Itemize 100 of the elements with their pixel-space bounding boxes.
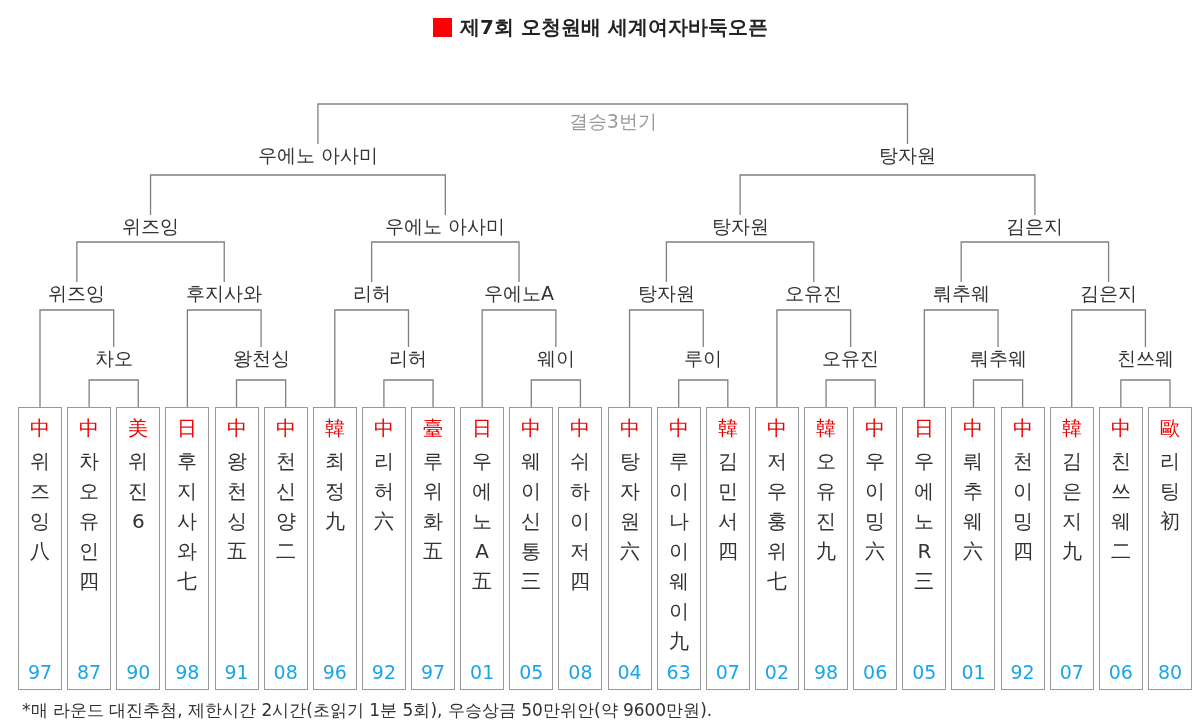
- year-label: 63: [665, 661, 692, 683]
- bracket-line: [665, 241, 815, 283]
- player-box: [361, 407, 406, 690]
- country-mark: 中: [372, 416, 395, 440]
- country-mark: 韓: [323, 416, 346, 440]
- player-name: 김은지九: [1060, 448, 1083, 565]
- player-name: 뤄추웨六: [962, 448, 985, 565]
- year-label: 98: [174, 661, 201, 683]
- winner-label: 후지사와: [184, 282, 265, 304]
- bracket-line: [76, 241, 225, 283]
- footnote: *매 라운드 대진추첨, 제한시간 2시간(초읽기 1분 5회), 우승상금 50만위안(약 9600만원).: [22, 699, 713, 721]
- player-name: 오유진九: [815, 448, 838, 565]
- country-mark: 中: [962, 416, 985, 440]
- bracket-line: [1120, 379, 1171, 408]
- player-name: 웨이신통三: [520, 448, 543, 595]
- bracket-line: [186, 309, 262, 408]
- player-box: [263, 407, 308, 690]
- player-name: 왕천싱五: [225, 448, 248, 565]
- year-label: 96: [321, 661, 348, 683]
- year-label: 80: [1156, 661, 1184, 683]
- year-label: 02: [763, 661, 791, 683]
- player-box: [312, 407, 357, 690]
- player-name: 쉬하이저四: [569, 448, 592, 595]
- year-label: 04: [616, 661, 643, 683]
- player-box: [509, 407, 554, 690]
- bracket-line: [776, 309, 852, 408]
- bracket-line: [1071, 309, 1147, 408]
- winner-label: 우에노A: [482, 282, 556, 304]
- bracket-line: [383, 379, 434, 408]
- player-box: [705, 407, 750, 690]
- player-name: 차오유인四: [78, 448, 101, 595]
- bracket-line: [317, 103, 909, 145]
- year-label: 07: [714, 661, 741, 683]
- player-name: 리팅初: [1159, 448, 1181, 535]
- country-mark: 韓: [716, 416, 739, 440]
- year-label: 97: [419, 661, 447, 683]
- player-name: 위진6: [127, 448, 150, 535]
- year-label: 98: [813, 661, 840, 683]
- player-box: [607, 407, 652, 690]
- player-box: [411, 407, 456, 690]
- country-mark: 臺: [422, 416, 445, 440]
- player-box: [460, 407, 505, 690]
- player-box: [116, 407, 161, 690]
- country-mark: 日: [471, 416, 494, 440]
- bracket-line: [825, 379, 876, 408]
- player-name: 김민서四: [716, 448, 739, 565]
- year-label: 01: [469, 661, 496, 683]
- player-name: 친쓰웨二: [1109, 448, 1132, 565]
- year-label: 91: [223, 661, 250, 683]
- country-mark: 中: [569, 416, 592, 440]
- player-name: 리허六: [372, 448, 395, 535]
- country-mark: 歐: [1159, 416, 1181, 440]
- year-label: 05: [911, 661, 938, 683]
- bracket-line: [334, 309, 410, 408]
- country-mark: 韓: [1060, 416, 1083, 440]
- player-name: 루이나이웨이九: [667, 448, 690, 655]
- year-label: 90: [125, 661, 152, 683]
- year-label: 06: [862, 661, 889, 683]
- bracket-line: [39, 309, 115, 408]
- year-label: 05: [518, 661, 545, 683]
- country-mark: 中: [274, 416, 297, 440]
- bracket-line: [972, 379, 1024, 408]
- player-box: [558, 407, 603, 690]
- country-mark: 中: [1011, 416, 1034, 440]
- bracket-line: [923, 309, 999, 408]
- player-box: [1000, 407, 1045, 690]
- player-name: 후지사와七: [176, 448, 199, 595]
- bracket-line: [235, 379, 287, 408]
- player-box: [1148, 407, 1192, 690]
- player-box: [165, 407, 210, 690]
- round-label: 결승3번기: [568, 110, 657, 132]
- player-name: 탕자원六: [618, 448, 641, 565]
- player-box: [1049, 407, 1094, 690]
- bracket-line: [371, 241, 520, 283]
- player-name: 최정九: [323, 448, 346, 535]
- year-label: 87: [76, 661, 103, 683]
- country-mark: 中: [78, 416, 101, 440]
- player-box: [214, 407, 259, 690]
- player-box: [754, 407, 799, 690]
- bracket-line: [88, 379, 139, 408]
- year-label: 97: [26, 661, 54, 683]
- country-mark: 中: [520, 416, 543, 440]
- bracket-line: [628, 309, 704, 408]
- country-mark: 中: [765, 416, 788, 440]
- bracket-line: [739, 174, 1036, 216]
- year-label: 08: [272, 661, 299, 683]
- player-name: 루위화五: [422, 448, 445, 565]
- year-label: 08: [567, 661, 594, 683]
- bracket-line: [960, 241, 1110, 283]
- country-mark: 中: [618, 416, 641, 440]
- year-label: 06: [1107, 661, 1134, 683]
- player-name: 위즈잉八: [29, 448, 51, 565]
- player-name: 우에노A五: [471, 448, 494, 595]
- player-box: [18, 407, 62, 690]
- player-box: [902, 407, 947, 690]
- title: 제7회 오청원배 세계여자바둑오픈: [460, 15, 768, 39]
- country-mark: 中: [1109, 416, 1132, 440]
- player-box: [951, 407, 996, 690]
- year-label: 92: [370, 661, 397, 683]
- country-mark: 中: [29, 416, 51, 440]
